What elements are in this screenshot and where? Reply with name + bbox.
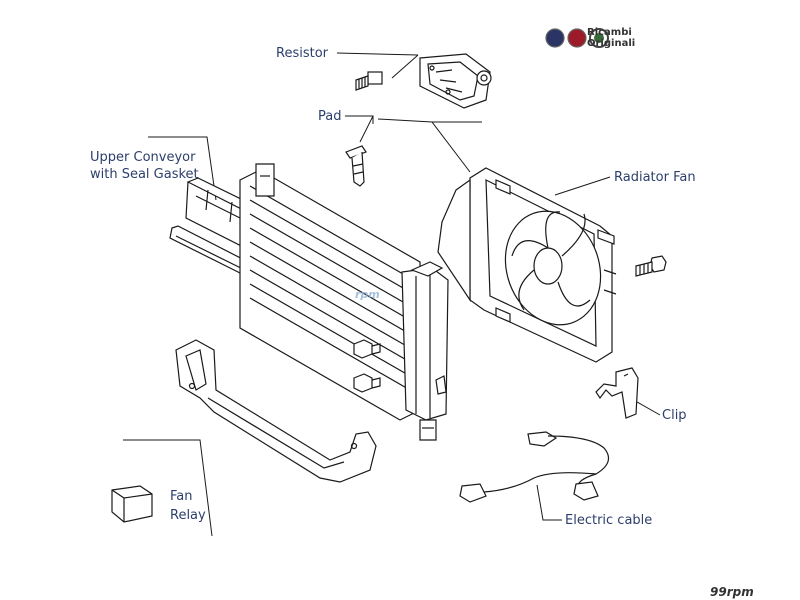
resistor-screw: [355, 71, 383, 91]
center-watermark: rpm: [355, 288, 380, 301]
lower-bracket-part: [175, 339, 377, 483]
corner-watermark: 99rpm: [710, 585, 754, 599]
label-radiator-fan: Radiator Fan: [614, 170, 696, 185]
label-electric-cable: Electric cable: [565, 513, 653, 528]
lancia-logo-icon: [545, 28, 565, 48]
pad-part: [345, 145, 367, 187]
leader-resistor-branch: [391, 54, 419, 79]
brand-line2: Originali: [587, 38, 636, 49]
radiator-bolts: [353, 339, 381, 393]
resistor-part: [419, 53, 492, 109]
leader-radiator-fan: [554, 176, 611, 196]
leader-pad-right: [377, 118, 471, 173]
label-pad: Pad: [318, 109, 342, 124]
leader-fan-relay: [123, 439, 213, 537]
electric-cable-part: [459, 431, 610, 503]
leader-upper-conveyor: [148, 136, 217, 201]
brand-line1: Ricambi: [587, 27, 632, 38]
fiat-logo-icon: [567, 28, 587, 48]
leader-lines: [123, 52, 661, 537]
label-resistor: Resistor: [276, 46, 328, 61]
leader-resistor: [336, 52, 419, 56]
label-clip: Clip: [662, 408, 687, 423]
leader-electric-cable: [536, 484, 562, 521]
clip-part: [595, 367, 639, 419]
fan-bolt: [635, 255, 667, 277]
radiator-fan-part: [437, 167, 617, 363]
label-fan-relay-line1: Fan: [170, 489, 193, 504]
fan-relay-part: [111, 485, 153, 523]
label-upper-conveyor-line1: Upper Conveyor: [90, 150, 196, 165]
label-fan-relay-line2: Relay: [170, 508, 206, 523]
label-upper-conveyor-line2: with Seal Gasket: [90, 167, 199, 182]
leader-pad: [345, 115, 374, 143]
radiator-part: [239, 163, 449, 441]
brand-text: Ricambi Originali: [587, 27, 635, 49]
brand-logos: [545, 28, 609, 48]
